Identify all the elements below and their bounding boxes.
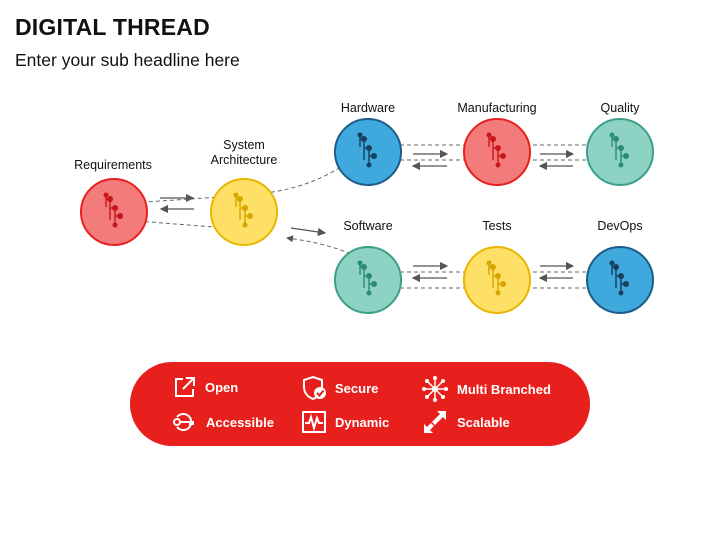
tree-node-dot [613, 136, 619, 142]
feature-label: Multi Branched [457, 381, 551, 397]
feature-dynamic: Dynamic [301, 409, 389, 435]
node-circle [586, 118, 654, 186]
node-circle [586, 246, 654, 314]
node-tests [463, 246, 531, 314]
tree-node-dot [495, 145, 501, 151]
label-quality: Quality [600, 101, 640, 115]
label-software: Software [343, 219, 393, 233]
tree-node-dot [609, 132, 615, 138]
tree-node-dot [103, 192, 109, 198]
tree-node-dot [237, 196, 243, 202]
tree-icon [486, 260, 506, 296]
feature-label: Scalable [457, 414, 510, 430]
tree-node-dot [242, 222, 248, 228]
tree-node-dot [486, 132, 492, 138]
tree-node-dot [618, 273, 624, 279]
node-circle [334, 246, 402, 314]
label-manufacturing: Manufacturing [457, 101, 537, 115]
tree-node-dot [361, 136, 367, 142]
page-title: DIGITAL THREAD [15, 14, 210, 40]
tree-node-dot [242, 205, 248, 211]
node-circle [463, 246, 531, 314]
tree-node-dot [613, 264, 619, 270]
feature-open: Open [172, 375, 238, 400]
tree-icon [486, 132, 506, 168]
thread-line [235, 144, 373, 197]
tree-node-dot [609, 260, 615, 266]
label-devops: DevOps [597, 219, 643, 233]
thread-diagram [80, 118, 654, 314]
tree-node-dot [247, 213, 253, 219]
tree-node-dot [107, 196, 113, 202]
node-circle [80, 178, 148, 246]
feature-secure: Secure [301, 375, 378, 401]
tree-icon [609, 260, 629, 296]
feature-scalable: Scalable [421, 409, 510, 435]
node-system-architecture [210, 178, 278, 246]
feature-accessible: Accessible [172, 409, 274, 435]
label-hardware: Hardware [340, 101, 396, 115]
tree-node-dot [366, 162, 372, 168]
tree-node-dot [112, 222, 118, 228]
node-circle [334, 118, 402, 186]
tree-node-dot [117, 213, 123, 219]
tree-node-dot [490, 264, 496, 270]
feature-label: Open [205, 380, 239, 395]
feature-label: Secure [335, 380, 379, 396]
page-subtitle: Enter your sub headline here [15, 50, 240, 70]
node-devops [586, 246, 654, 314]
tree-node-dot [233, 192, 239, 198]
tree-node-dot [495, 162, 501, 168]
tree-node-dot [366, 273, 372, 279]
tree-icon [357, 260, 377, 296]
feature-multi-branched: Multi Branched [421, 375, 551, 403]
label-system-line2: Architecture [210, 153, 278, 167]
arrow-right [290, 227, 327, 237]
tree-node-dot [366, 290, 372, 296]
tree-icon [233, 192, 253, 228]
tree-node-dot [357, 132, 363, 138]
feature-label: Accessible [206, 414, 274, 430]
multi-branch-icon [422, 376, 448, 402]
tree-icon [103, 192, 123, 228]
arrow-pairs [159, 149, 575, 283]
tree-node-dot [371, 153, 377, 159]
tree-node-dot [500, 281, 506, 287]
tree-node-dot [618, 162, 624, 168]
tree-node-dot [112, 205, 118, 211]
tree-node-dot [623, 281, 629, 287]
shield-check-icon [303, 375, 326, 401]
features-banner [130, 362, 590, 446]
feature-label: Dynamic [335, 414, 390, 430]
tree-node-dot [623, 153, 629, 159]
label-tests: Tests [482, 219, 512, 233]
tree-node-dot [486, 260, 492, 266]
label-requirements: Requirements [74, 158, 152, 172]
tree-node-dot [371, 281, 377, 287]
node-requirements [80, 178, 148, 246]
tree-node-dot [618, 145, 624, 151]
tree-node-dot [495, 290, 501, 296]
tree-node-dot [495, 273, 501, 279]
external-link-icon [175, 377, 195, 397]
label-system-line1: System [223, 138, 265, 152]
tree-node-dot [357, 260, 363, 266]
scale-arrows-icon [424, 411, 446, 433]
node-quality [586, 118, 654, 186]
pulse-wave-icon [302, 411, 326, 433]
tree-node-dot [618, 290, 624, 296]
node-manufacturing [463, 118, 531, 186]
node-circle [463, 118, 531, 186]
tree-node-dot [500, 153, 506, 159]
node-circle [210, 178, 278, 246]
tree-icon [357, 132, 377, 168]
label-system-architecture: System Architecture [211, 138, 278, 168]
node-hardware [334, 118, 402, 186]
tree-icon [609, 132, 629, 168]
tree-node-dot [361, 264, 367, 270]
node-software [334, 246, 402, 314]
tree-node-dot [366, 145, 372, 151]
key-icon [173, 413, 194, 431]
tree-node-dot [490, 136, 496, 142]
